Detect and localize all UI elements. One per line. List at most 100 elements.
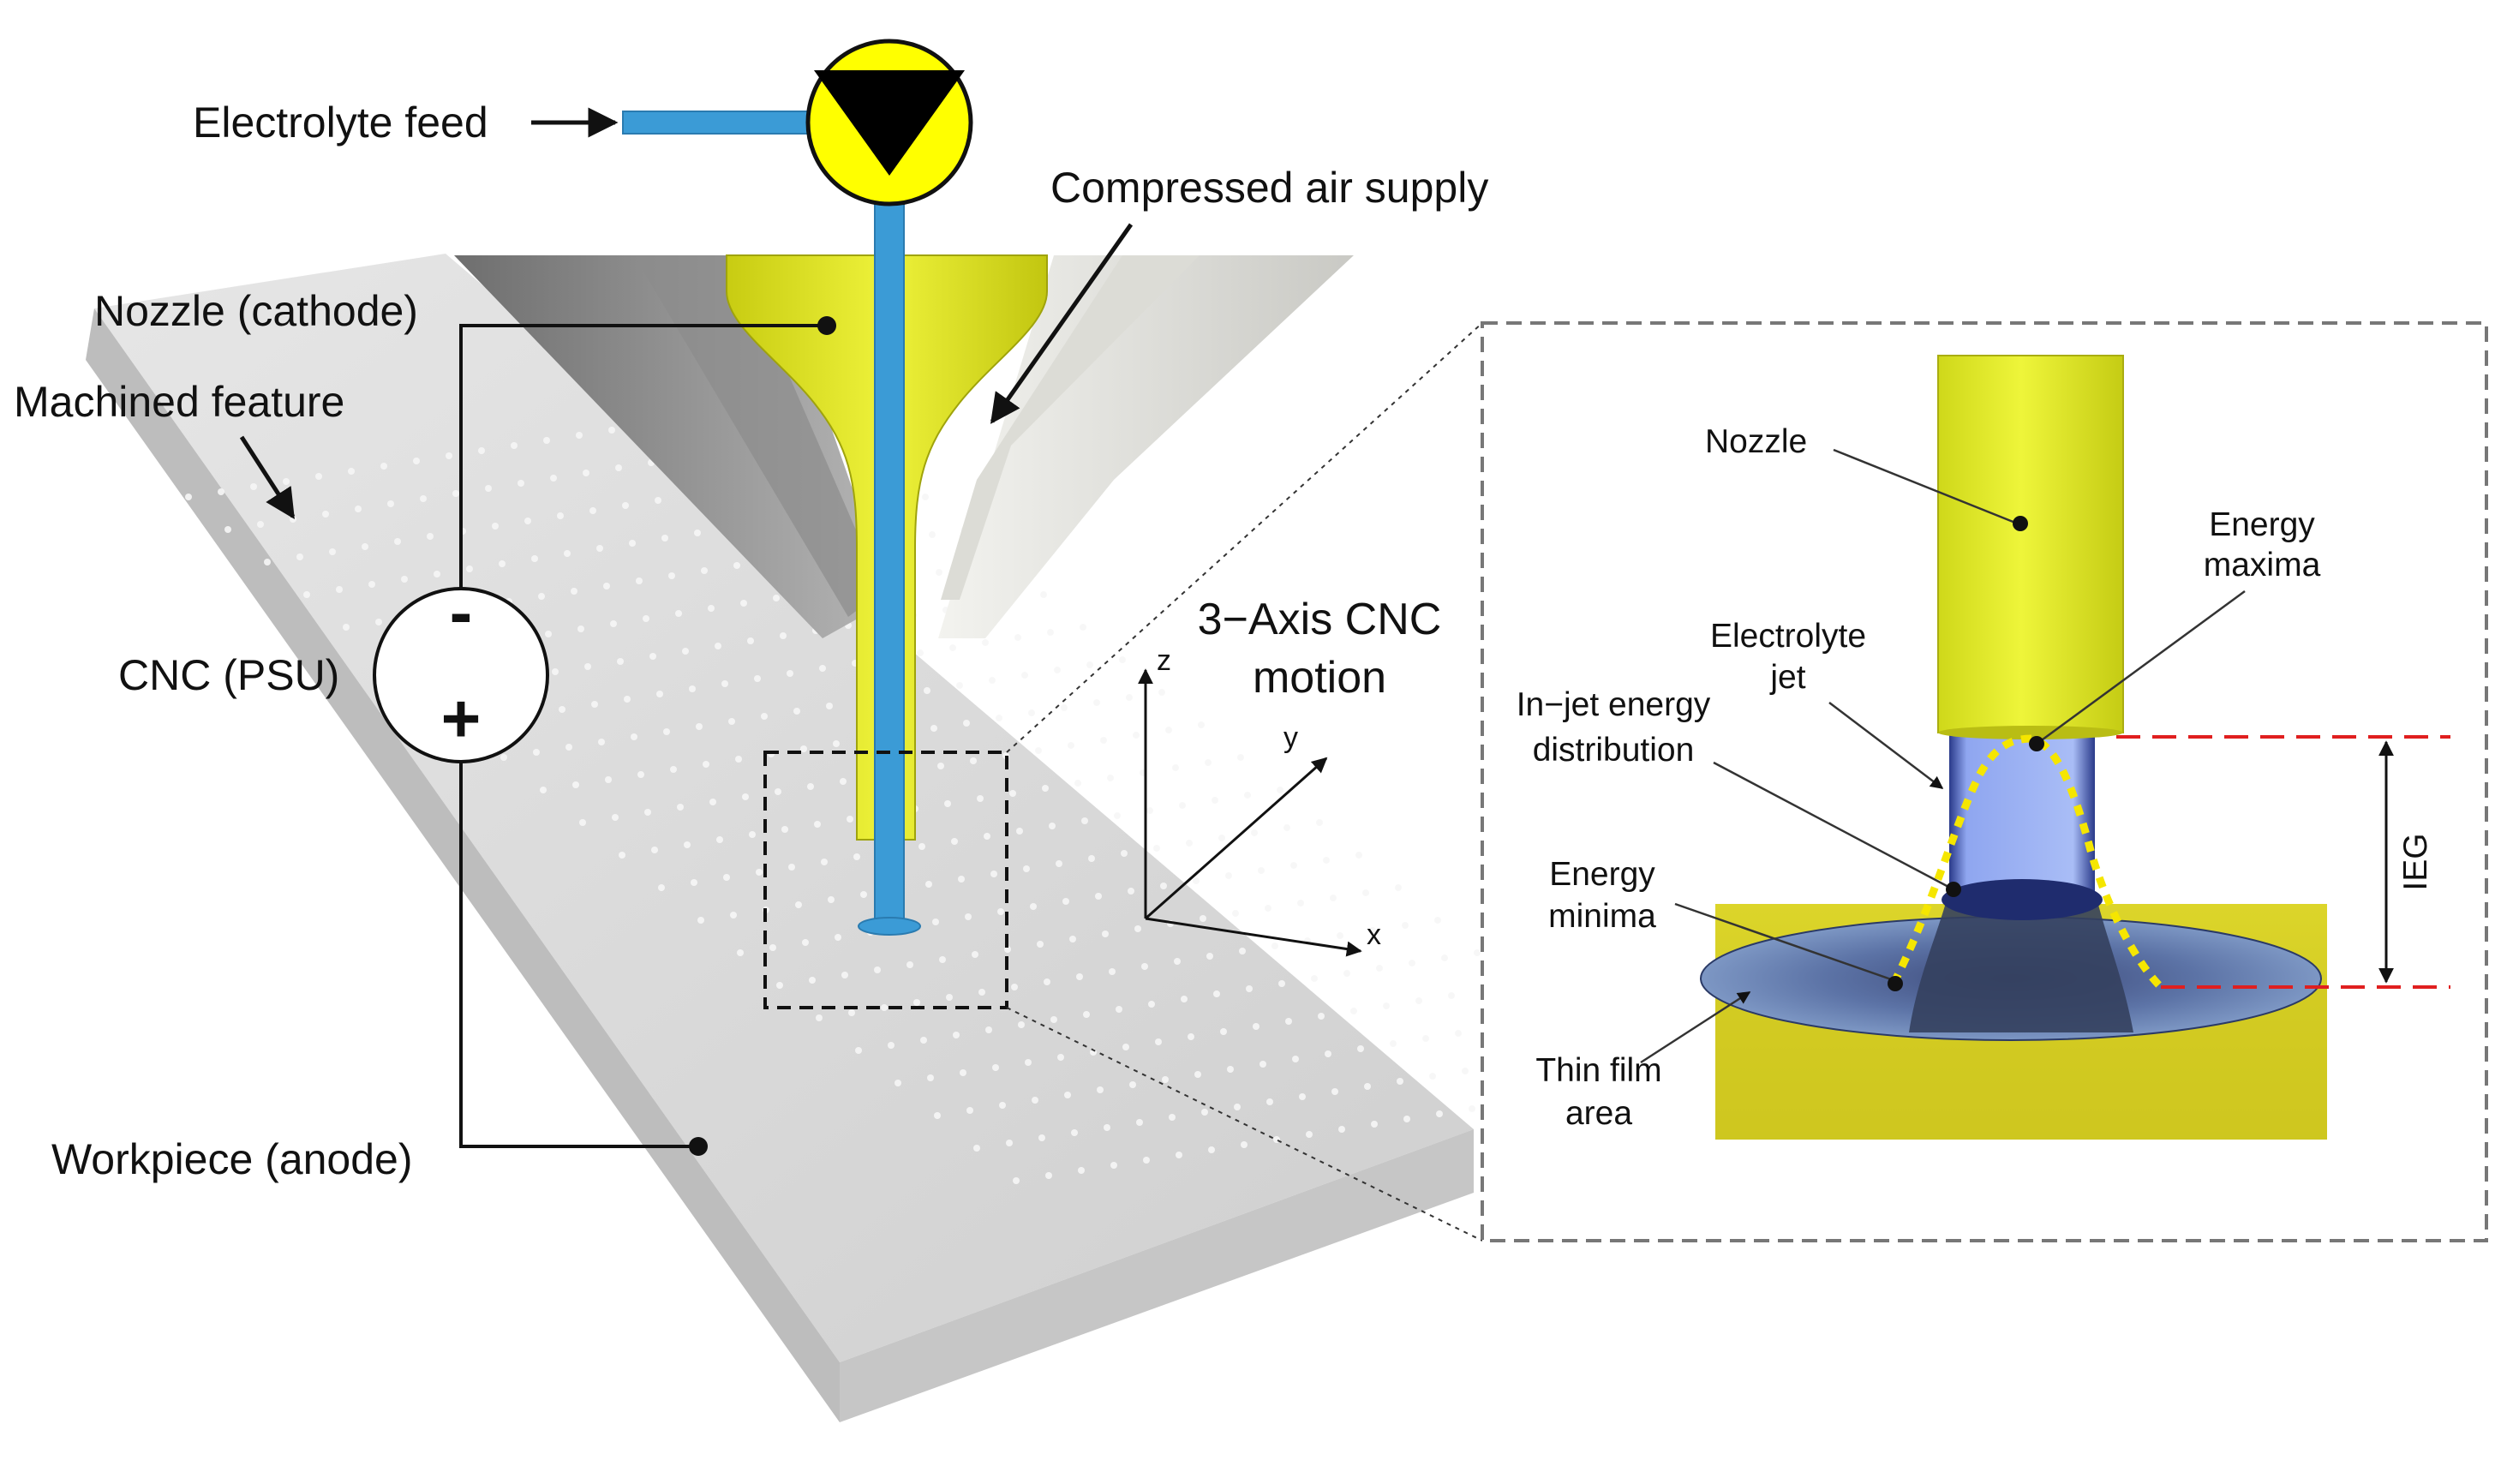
machined-hole bbox=[703, 761, 709, 768]
machined-hole bbox=[1050, 1016, 1057, 1023]
machined-hole bbox=[1362, 889, 1369, 896]
machined-hole bbox=[1064, 1092, 1071, 1098]
machined-hole bbox=[649, 653, 656, 660]
machined-hole bbox=[1376, 965, 1383, 972]
machined-hole bbox=[934, 1112, 941, 1119]
electrolyte-system bbox=[622, 39, 973, 936]
machined-hole bbox=[1285, 1018, 1292, 1025]
energy-minima-label-line2: minima bbox=[1548, 898, 1656, 935]
inset-nozzle-rim bbox=[1938, 726, 2123, 739]
machined-hole bbox=[689, 685, 696, 692]
machined-hole bbox=[793, 708, 800, 715]
machined-hole bbox=[355, 506, 362, 512]
machined-hole bbox=[708, 605, 715, 612]
workpiece-front-face bbox=[840, 1129, 1474, 1422]
in-jet-energy-leader bbox=[1713, 761, 1951, 889]
machined-hole bbox=[283, 478, 290, 485]
machined-hole bbox=[1277, 787, 1283, 793]
machined-feature-label: Machined feature bbox=[14, 378, 344, 426]
machined-hole bbox=[1193, 877, 1200, 884]
machined-hole bbox=[1057, 1054, 1064, 1061]
machined-hole bbox=[675, 610, 682, 617]
machined-hole bbox=[1081, 817, 1088, 824]
machined-hole bbox=[1044, 978, 1050, 985]
machined-hole bbox=[1097, 1086, 1104, 1093]
machined-hole bbox=[754, 675, 761, 682]
machined-hole bbox=[434, 571, 440, 577]
machined-hole bbox=[1162, 1076, 1169, 1083]
machined-hole bbox=[1258, 867, 1265, 874]
machined-hole bbox=[218, 488, 224, 495]
machined-hole bbox=[1448, 992, 1455, 999]
machined-hole bbox=[1194, 1071, 1201, 1078]
machined-hole bbox=[730, 912, 737, 919]
machined-hole bbox=[1165, 727, 1172, 733]
machined-hole bbox=[185, 494, 192, 500]
machined-hole bbox=[545, 631, 552, 637]
machined-hole bbox=[776, 982, 783, 989]
machined-hole bbox=[1176, 1152, 1182, 1158]
inset-jet-base bbox=[1942, 879, 2103, 920]
machined-hole bbox=[584, 663, 591, 670]
machined-hole bbox=[1330, 895, 1337, 901]
machined-hole bbox=[1114, 812, 1121, 819]
machined-hole bbox=[742, 793, 749, 800]
machined-hole bbox=[920, 1037, 927, 1044]
machined-hole bbox=[1200, 915, 1206, 922]
machined-hole bbox=[1402, 922, 1409, 929]
machined-hole bbox=[579, 819, 586, 826]
machined-hole bbox=[629, 540, 636, 547]
machined-hole bbox=[663, 728, 670, 735]
machined-hole bbox=[577, 625, 584, 632]
machined-hole bbox=[518, 480, 524, 487]
machined-hole bbox=[1337, 932, 1343, 939]
machined-hole bbox=[394, 538, 401, 545]
machined-hole bbox=[937, 763, 944, 769]
machined-hole bbox=[1455, 1030, 1462, 1037]
machined-hole bbox=[655, 497, 661, 504]
compressed-air-label: Compressed air supply bbox=[1050, 164, 1488, 212]
machined-hole bbox=[596, 545, 603, 552]
machined-hole bbox=[1038, 1134, 1045, 1141]
machined-hole bbox=[1218, 835, 1225, 841]
machined-hole bbox=[996, 715, 1002, 721]
machined-hole bbox=[1083, 1011, 1090, 1018]
machined-hole bbox=[485, 485, 492, 492]
anode-wire bbox=[459, 745, 698, 1148]
machined-hole bbox=[329, 548, 336, 555]
machined-hole bbox=[589, 507, 596, 514]
machined-hole bbox=[1133, 732, 1140, 739]
machined-hole bbox=[855, 1047, 862, 1054]
cnc-psu-label: CNC (PSU) bbox=[118, 651, 339, 699]
machined-hole bbox=[888, 1042, 894, 1049]
machined-hole bbox=[989, 677, 996, 684]
machined-hole bbox=[723, 874, 730, 881]
machined-hole bbox=[552, 668, 559, 675]
machined-hole bbox=[1071, 1129, 1078, 1136]
energy-maxima-label-line2: maxima bbox=[2204, 547, 2321, 583]
machined-hole bbox=[540, 787, 547, 793]
machined-hole bbox=[848, 1009, 855, 1016]
machined-hole bbox=[1028, 709, 1035, 716]
machined-hole bbox=[795, 901, 802, 908]
thin-film-leader bbox=[1640, 990, 1751, 1064]
machined-hole bbox=[303, 591, 310, 598]
y-axis-arrow bbox=[1145, 757, 1328, 920]
machined-hole bbox=[1469, 1105, 1475, 1112]
machined-hole bbox=[1042, 785, 1049, 792]
machined-hole bbox=[1056, 860, 1062, 867]
machined-hole bbox=[401, 576, 408, 583]
inset-nozzle-cylinder bbox=[1937, 355, 2124, 733]
machined-hole bbox=[511, 442, 518, 449]
zoom-guide-bottom bbox=[1006, 1007, 1483, 1242]
energy-minima-dot bbox=[1888, 976, 1903, 991]
jet-splash bbox=[858, 917, 921, 936]
machined-hole bbox=[1266, 1098, 1273, 1105]
inset-panel: IEG Nozzle Energy maxima Electrolyte jet… bbox=[1481, 321, 2488, 1242]
machined-hole bbox=[1198, 721, 1205, 728]
machined-hole bbox=[1021, 672, 1028, 679]
machined-hole bbox=[922, 494, 929, 500]
psu-symbol: - + bbox=[373, 574, 549, 763]
machined-hole bbox=[963, 720, 970, 727]
machined-hole bbox=[946, 994, 953, 1001]
